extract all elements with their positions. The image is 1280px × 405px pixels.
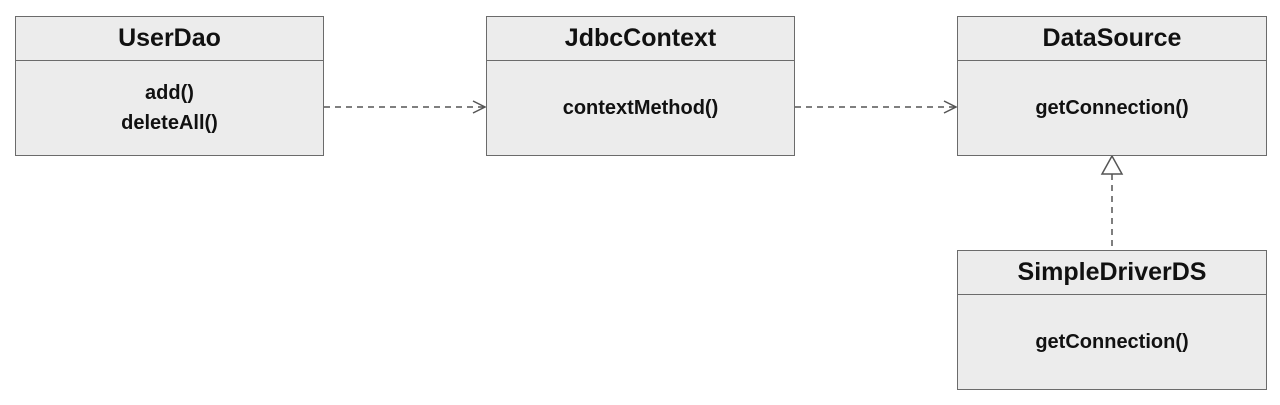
class-simpledriverds: SimpleDriverDS getConnection() [957, 250, 1267, 390]
class-datasource: DataSource getConnection() [957, 16, 1267, 156]
open-arrowhead-icon [943, 100, 958, 114]
hollow-triangle-arrowhead-icon [1100, 154, 1124, 175]
method: add() [145, 82, 194, 104]
class-name: JdbcContext [487, 17, 794, 61]
class-name: DataSource [958, 17, 1266, 61]
class-jdbccontext: JdbcContext contextMethod() [486, 16, 795, 156]
open-arrowhead-icon [472, 100, 487, 114]
method: getConnection() [1035, 97, 1189, 119]
method: getConnection() [1035, 331, 1189, 353]
class-name: SimpleDriverDS [958, 251, 1266, 295]
class-methods: add() deleteAll() [16, 61, 323, 155]
dependency-jdbccontext-to-datasource [795, 100, 958, 114]
method: contextMethod() [562, 97, 719, 119]
class-userdao: UserDao add() deleteAll() [15, 16, 324, 156]
class-name: UserDao [16, 17, 323, 61]
realization-simpledriverds-to-datasource [1100, 154, 1124, 250]
dependency-userdao-to-jdbccontext [324, 100, 487, 114]
class-methods: contextMethod() [487, 61, 794, 155]
class-methods: getConnection() [958, 61, 1266, 155]
method: deleteAll() [121, 112, 218, 134]
class-methods: getConnection() [958, 295, 1266, 389]
